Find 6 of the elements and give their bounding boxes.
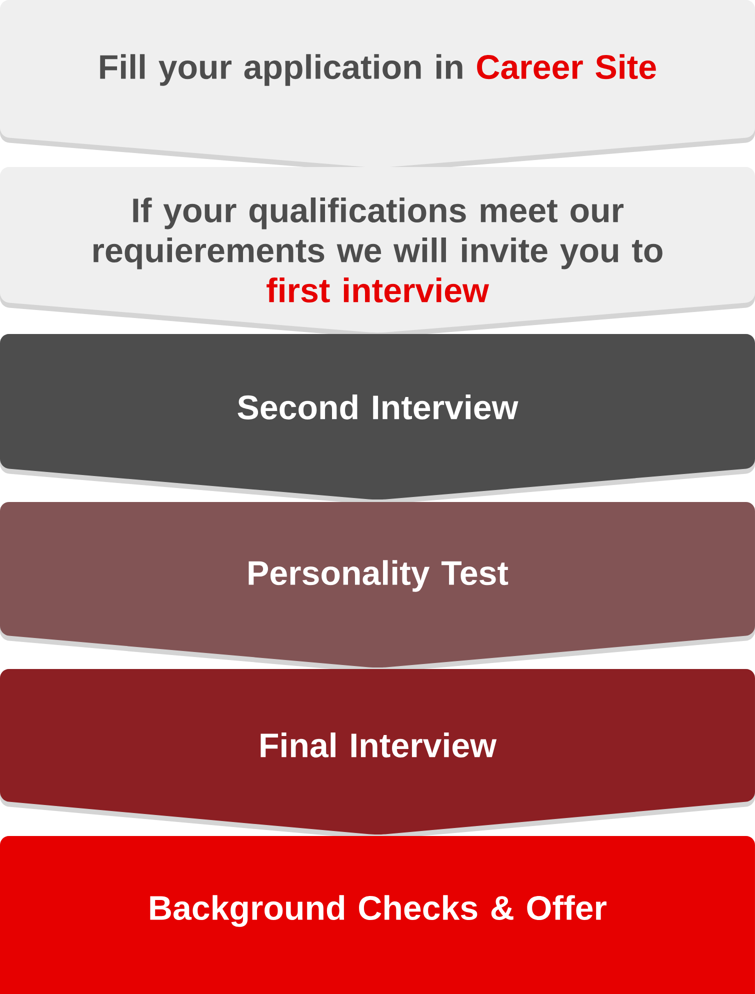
chevron-box: Final Interview [0, 669, 755, 840]
chevron-box: Personality Test [0, 502, 755, 673]
chevron-box: If your qualifications meet our requierements we will invite you to first interview [0, 167, 755, 338]
chevron-box: Second Interview [0, 334, 755, 505]
chevron-box: Fill your application in Career Site [0, 0, 755, 173]
chevron-box: Background Checks & Offer [0, 836, 755, 994]
